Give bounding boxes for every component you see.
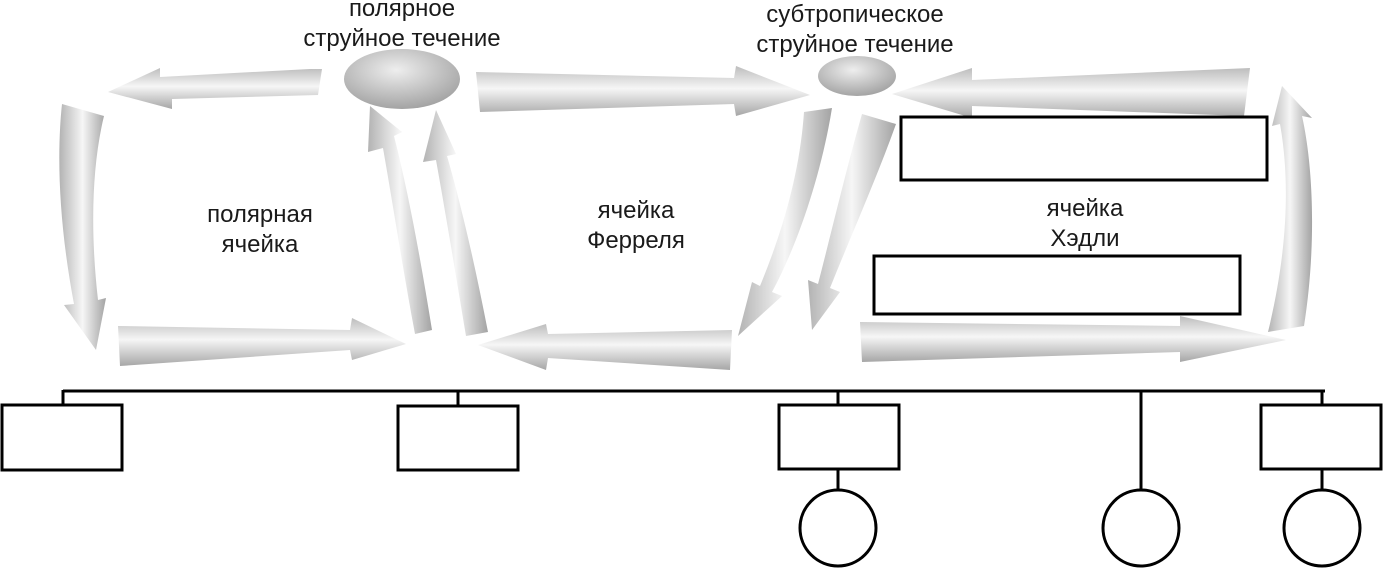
polar-cell-arrows	[59, 68, 488, 366]
hadley-upper-blank-box	[899, 115, 1269, 182]
hadley-cell-label: ячейка Хэдли	[1005, 194, 1165, 254]
subtropical-jet-label-line1: субтропическое	[766, 1, 944, 28]
latitude-blank-box-3	[777, 403, 901, 471]
polar-cell-left-arrow-down	[59, 104, 106, 350]
polar-jet-stream-ellipse	[344, 49, 460, 109]
polar-jet-stream-label: полярное струйное течение	[282, 0, 522, 54]
latitude-blank-box-2	[396, 404, 520, 472]
polar-cell-bottom-arrow-right	[118, 318, 406, 366]
ferrel-cell-label-line1: ячейка	[597, 197, 675, 224]
polar-cell-top-arrow-left	[108, 68, 322, 109]
ferrel-cell-label: ячейка Феррел­я	[556, 196, 716, 256]
ferrel-cell-label-line2: Феррел­я	[587, 227, 685, 254]
polar-jet-label-line2: струйное течение	[303, 25, 501, 52]
hadley-cell-right-arrow-up	[1268, 86, 1313, 332]
blank-circle-3	[1282, 488, 1362, 568]
polar-jet-label-line1: полярное	[348, 0, 456, 22]
hadley-cell-bottom-arrow-right	[860, 316, 1286, 362]
ferrel-cell-bottom-arrow-left	[478, 324, 732, 370]
polar-cell-inner-arrow-up-2	[423, 110, 488, 336]
ferrel-cell-right-arrow-down-1	[738, 108, 832, 336]
ferrel-cell-arrows	[476, 66, 896, 370]
latitude-scale	[0, 389, 1383, 568]
hadley-lower-blank-box	[872, 254, 1242, 316]
subtropical-jet-stream-label: субтропическое струйное течение	[735, 0, 975, 60]
blank-circle-1	[798, 488, 878, 568]
hadley-cell-label-line1: ячейка	[1046, 195, 1124, 222]
polar-cell-label-line1: полярная	[207, 201, 313, 228]
blank-circle-2	[1101, 488, 1181, 568]
latitude-blank-box-4	[1259, 403, 1383, 471]
polar-cell-label: полярная ячейка	[180, 200, 340, 260]
ferrel-cell-right-arrow-down-2	[808, 114, 896, 330]
subtropical-jet-label-line2: струйное течение	[756, 31, 954, 58]
latitude-blank-box-1	[0, 403, 124, 472]
hadley-cell-label-line2: Хэдли	[1050, 225, 1120, 252]
hadley-cell-top-arrow-left	[892, 68, 1250, 118]
polar-cell-label-line2: ячейка	[221, 231, 299, 258]
subtropical-jet-stream-ellipse	[818, 56, 896, 96]
polar-cell-inner-arrow-up-1	[368, 106, 432, 334]
ferrel-cell-top-arrow-right	[476, 66, 810, 116]
hadley-cell-arrows	[860, 68, 1313, 362]
